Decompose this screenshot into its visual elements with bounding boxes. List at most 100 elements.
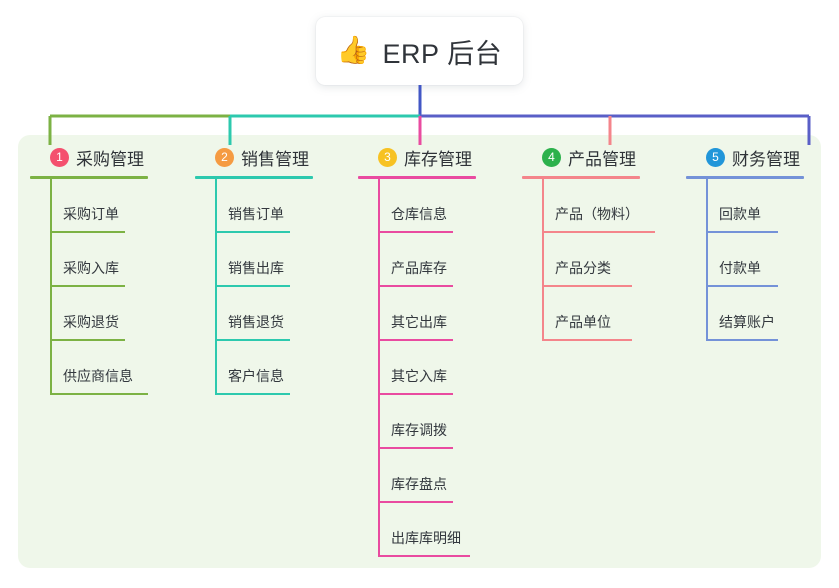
column-badge-4: 4 bbox=[542, 147, 561, 167]
list-item-label: 采购入库 bbox=[63, 260, 119, 276]
list-item[interactable]: 库存盘点 bbox=[358, 449, 518, 503]
column-items-5: 回款单付款单结算账户 bbox=[686, 179, 836, 341]
column-title-4: 产品管理 bbox=[568, 149, 636, 169]
list-item-rule bbox=[378, 285, 453, 287]
list-item-rule bbox=[215, 393, 290, 395]
list-item-rule bbox=[50, 339, 125, 341]
column-title-2: 销售管理 bbox=[241, 149, 309, 169]
list-item[interactable]: 客户信息 bbox=[195, 341, 355, 395]
column-badge-2: 2 bbox=[215, 147, 234, 167]
list-item[interactable]: 其它出库 bbox=[358, 287, 518, 341]
root-node[interactable]: 👍 ERP 后台 bbox=[316, 17, 523, 85]
list-item[interactable]: 产品单位 bbox=[522, 287, 687, 341]
list-item-rule bbox=[215, 339, 290, 341]
column-spine-3 bbox=[378, 179, 380, 557]
list-item-label: 仓库信息 bbox=[391, 206, 447, 222]
list-item[interactable]: 供应商信息 bbox=[30, 341, 190, 395]
list-item-label: 产品分类 bbox=[555, 260, 611, 276]
list-item-label: 库存盘点 bbox=[391, 476, 447, 492]
list-item-rule bbox=[50, 393, 148, 395]
list-item[interactable]: 库存调拨 bbox=[358, 395, 518, 449]
list-item[interactable]: 销售出库 bbox=[195, 233, 355, 287]
list-item-rule bbox=[215, 285, 290, 287]
column-header-3[interactable]: 3 库存管理 bbox=[358, 145, 518, 169]
column-spine-1 bbox=[50, 179, 52, 395]
list-item-rule bbox=[50, 285, 125, 287]
column-header-5[interactable]: 5 财务管理 bbox=[686, 145, 836, 169]
list-item-label: 出库库明细 bbox=[391, 530, 461, 546]
root-title: ERP 后台 bbox=[382, 38, 503, 69]
list-item[interactable]: 付款单 bbox=[686, 233, 836, 287]
list-item[interactable]: 销售退货 bbox=[195, 287, 355, 341]
column-header-1[interactable]: 1 采购管理 bbox=[30, 145, 190, 169]
list-item[interactable]: 采购入库 bbox=[30, 233, 190, 287]
list-item[interactable]: 产品库存 bbox=[358, 233, 518, 287]
list-item-rule bbox=[378, 555, 470, 557]
list-item[interactable]: 仓库信息 bbox=[358, 179, 518, 233]
column-items-3: 仓库信息产品库存其它出库其它入库库存调拨库存盘点出库库明细 bbox=[358, 179, 518, 557]
column-2: 2 销售管理销售订单销售出库销售退货客户信息 bbox=[195, 145, 355, 395]
column-header-2[interactable]: 2 销售管理 bbox=[195, 145, 355, 169]
thumbs-up-icon: 👍 bbox=[336, 34, 371, 65]
list-item-rule bbox=[706, 285, 778, 287]
column-badge-3: 3 bbox=[378, 147, 397, 167]
column-spine-5 bbox=[706, 179, 708, 341]
column-header-4[interactable]: 4 产品管理 bbox=[522, 145, 687, 169]
column-spine-2 bbox=[215, 179, 217, 395]
column-header-rule-4 bbox=[522, 176, 640, 179]
list-item-label: 其它出库 bbox=[391, 314, 447, 330]
list-item-rule bbox=[542, 285, 632, 287]
list-item[interactable]: 产品（物料） bbox=[522, 179, 687, 233]
list-item-label: 结算账户 bbox=[719, 314, 775, 330]
list-item-rule bbox=[706, 231, 778, 233]
list-item-label: 销售出库 bbox=[228, 260, 284, 276]
list-item-label: 库存调拨 bbox=[391, 422, 447, 438]
list-item[interactable]: 采购退货 bbox=[30, 287, 190, 341]
column-title-1: 采购管理 bbox=[76, 149, 144, 169]
column-items-2: 销售订单销售出库销售退货客户信息 bbox=[195, 179, 355, 395]
list-item-rule bbox=[378, 339, 453, 341]
list-item[interactable]: 采购订单 bbox=[30, 179, 190, 233]
list-item[interactable]: 结算账户 bbox=[686, 287, 836, 341]
list-item-label: 采购订单 bbox=[63, 206, 119, 222]
list-item-label: 采购退货 bbox=[63, 314, 119, 330]
column-5: 5 财务管理回款单付款单结算账户 bbox=[686, 145, 836, 341]
column-badge-1: 1 bbox=[50, 147, 69, 167]
column-header-rule-2 bbox=[195, 176, 313, 179]
column-badge-5: 5 bbox=[706, 147, 725, 167]
list-item-rule bbox=[378, 231, 453, 233]
list-item-label: 销售订单 bbox=[228, 206, 284, 222]
column-items-1: 采购订单采购入库采购退货供应商信息 bbox=[30, 179, 190, 395]
list-item-label: 产品库存 bbox=[391, 260, 447, 276]
list-item-label: 客户信息 bbox=[228, 368, 284, 384]
content-panel bbox=[18, 135, 821, 568]
list-item[interactable]: 产品分类 bbox=[522, 233, 687, 287]
column-spine-4 bbox=[542, 179, 544, 341]
list-item-label: 产品（物料） bbox=[555, 206, 639, 222]
list-item[interactable]: 其它入库 bbox=[358, 341, 518, 395]
list-item-label: 产品单位 bbox=[555, 314, 611, 330]
list-item[interactable]: 出库库明细 bbox=[358, 503, 518, 557]
list-item-rule bbox=[215, 231, 290, 233]
list-item[interactable]: 销售订单 bbox=[195, 179, 355, 233]
column-header-rule-3 bbox=[358, 176, 476, 179]
list-item-rule bbox=[378, 501, 453, 503]
column-header-rule-1 bbox=[30, 176, 148, 179]
list-item-rule bbox=[378, 393, 453, 395]
list-item-rule bbox=[542, 231, 655, 233]
list-item-rule bbox=[378, 447, 453, 449]
column-title-3: 库存管理 bbox=[404, 149, 472, 169]
list-item-rule bbox=[706, 339, 778, 341]
list-item-rule bbox=[542, 339, 632, 341]
list-item-label: 其它入库 bbox=[391, 368, 447, 384]
list-item-label: 供应商信息 bbox=[63, 368, 133, 384]
list-item-label: 付款单 bbox=[719, 260, 761, 276]
column-title-5: 财务管理 bbox=[732, 149, 800, 169]
list-item-label: 销售退货 bbox=[228, 314, 284, 330]
column-items-4: 产品（物料） 产品分类产品单位 bbox=[522, 179, 687, 341]
column-4: 4 产品管理产品（物料） 产品分类产品单位 bbox=[522, 145, 687, 341]
list-item[interactable]: 回款单 bbox=[686, 179, 836, 233]
column-header-rule-5 bbox=[686, 176, 804, 179]
column-3: 3 库存管理仓库信息产品库存其它出库其它入库库存调拨库存盘点出库库明细 bbox=[358, 145, 518, 557]
